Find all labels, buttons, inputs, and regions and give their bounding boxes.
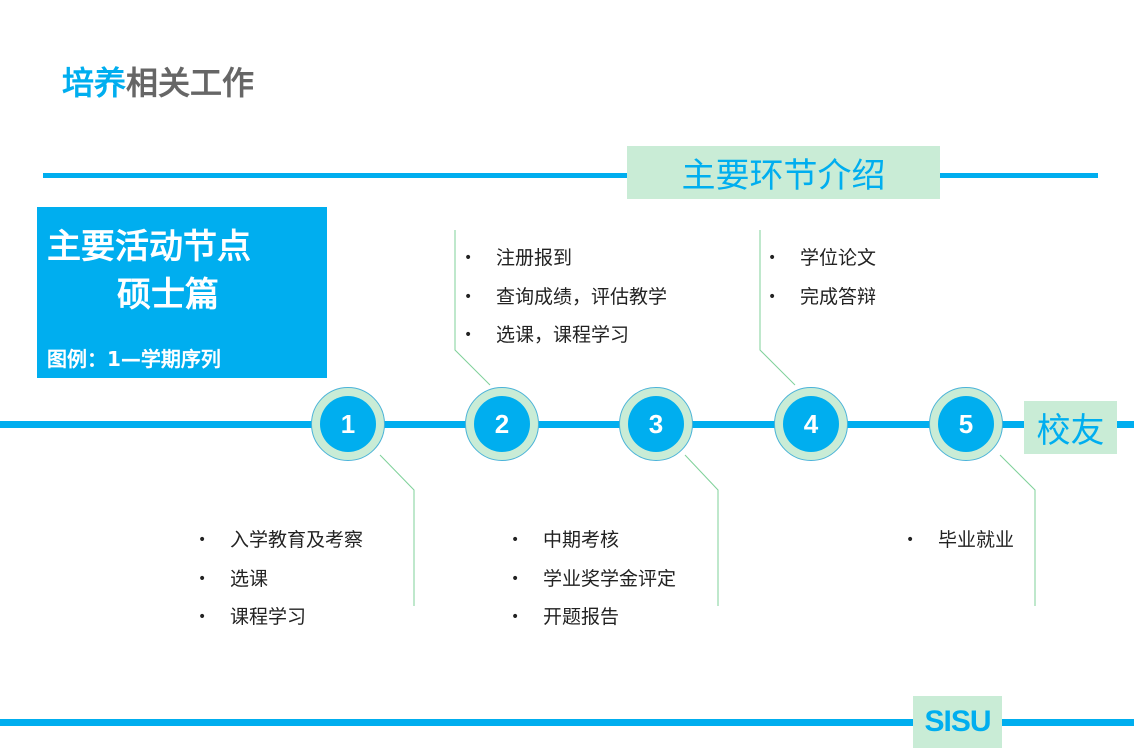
bottom-divider <box>0 719 1134 726</box>
step-3[interactable]: 3 <box>619 387 693 461</box>
info-box-heading: 主要活动节点 <box>47 227 251 267</box>
list-item: 入学教育及考察 <box>198 528 363 567</box>
list-item: 毕业就业 <box>906 528 1014 567</box>
sisu-logo: SISU <box>913 696 1002 748</box>
step5-list: 毕业就业 <box>906 528 1014 567</box>
list-item: 学位论文 <box>768 246 876 285</box>
list-item: 课程学习 <box>198 605 363 644</box>
step2-list: 注册报到 查询成绩，评估教学 选课，课程学习 <box>464 246 667 362</box>
list-item: 查询成绩，评估教学 <box>464 285 667 324</box>
top-divider <box>43 173 1098 178</box>
slide-title: 培养相关工作 <box>62 64 255 102</box>
list-item: 选课 <box>198 567 363 606</box>
timeline-line <box>0 421 1134 428</box>
list-item: 学业奖学金评定 <box>511 567 676 606</box>
list-item: 注册报到 <box>464 246 667 285</box>
step-1[interactable]: 1 <box>311 387 385 461</box>
list-item: 完成答辩 <box>768 285 876 324</box>
section-label: 主要环节介绍 <box>627 146 940 199</box>
step-5[interactable]: 5 <box>929 387 1003 461</box>
alumni-label: 校友 <box>1024 401 1117 454</box>
list-item: 开题报告 <box>511 605 676 644</box>
info-box-legend: 图例：1—学期序列 <box>47 347 221 371</box>
list-item: 选课，课程学习 <box>464 323 667 362</box>
info-box: 主要活动节点 硕士篇 图例：1—学期序列 <box>37 207 327 378</box>
step3-list: 中期考核 学业奖学金评定 开题报告 <box>511 528 676 644</box>
step-2[interactable]: 2 <box>465 387 539 461</box>
step4-list: 学位论文 完成答辩 <box>768 246 876 323</box>
step-4[interactable]: 4 <box>774 387 848 461</box>
list-item: 中期考核 <box>511 528 676 567</box>
info-box-subheading: 硕士篇 <box>117 275 219 315</box>
step1-list: 入学教育及考察 选课 课程学习 <box>198 528 363 644</box>
